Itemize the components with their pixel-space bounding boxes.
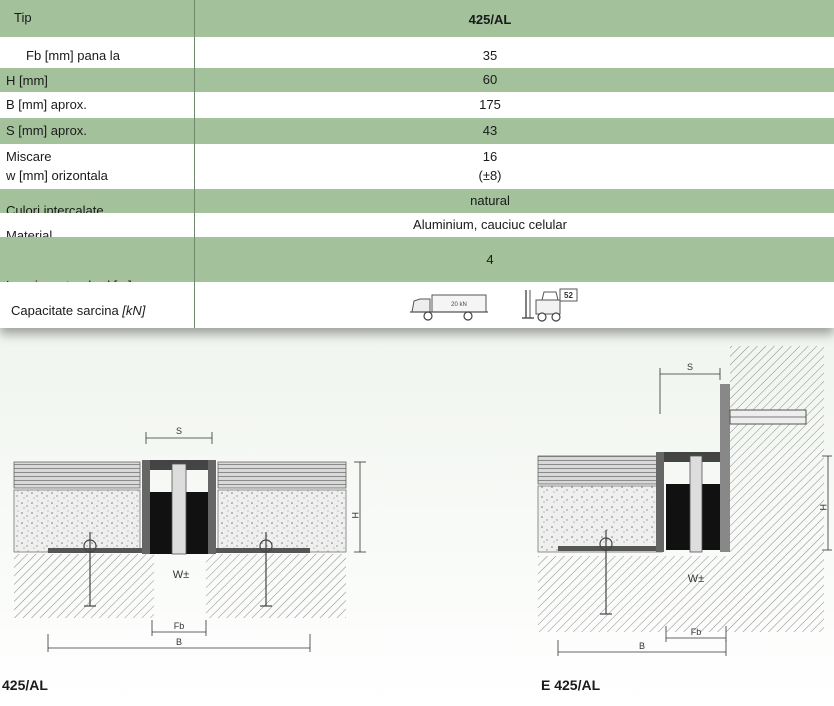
row-miscare: Miscare w [mm] orizontala 16 (±8) [0,144,834,189]
drawing-e425al: S H W± Fb B [537,346,832,656]
dim-s-right: S [687,362,693,372]
lungime-value: 4 [486,252,494,267]
drawing-425al: S H W± Fb B [13,426,366,652]
dim-fb-right: Fb [691,627,702,637]
forklift-value: 52 [564,291,573,300]
dim-s-left: S [176,426,182,436]
dim-b-left: B [176,637,182,647]
spec-table: Tip 425/AL Fb [mm] pana la 35 H [mm] 60 … [0,0,834,328]
row-tip: Tip 425/AL [0,0,834,37]
fb-label: Fb [mm] pana la [26,48,120,63]
dim-w-right: W± [688,573,704,585]
culori-value: natural [470,193,510,208]
forklift-icon: 52 [522,288,578,322]
row-capacitate: Capacitate sarcina [kN] 20 kN 52 [0,282,834,328]
row-fb: Fb [mm] pana la 35 [0,37,834,68]
dim-b-right: B [639,641,645,651]
truck-icon: 20 kN [410,294,488,321]
capacitate-unit: [kN] [122,303,146,318]
miscare-value: 16 [482,149,498,164]
w-value: (±8) [478,168,502,183]
w-label: w [mm] orizontala [6,168,108,183]
row-material: Material Aluminium, cauciuc celular [0,213,834,243]
left-drawing-caption: 425/AL [2,677,48,693]
material-value: Aluminium, cauciuc celular [413,217,567,232]
miscare-label: Miscare [6,149,52,164]
truck-plate: 20 kN [451,302,467,308]
capacitate-label: Capacitate sarcina [kN] [11,303,146,318]
dim-w-left: W± [173,569,189,581]
h-value: 60 [482,72,498,87]
s-value: 43 [482,123,498,138]
tip-value: 425/AL [468,12,512,27]
dim-h-left: H [350,512,360,519]
row-h: H [mm] 60 [0,68,834,92]
b-label: B [mm] aprox. [6,97,87,112]
b-value: 175 [479,97,501,112]
row-culori: Culori intercalate natural [0,189,834,218]
row-lungime: Lungime standard [m] 4 [0,237,834,293]
dim-fb-left: Fb [174,621,185,631]
row-b: B [mm] aprox. 175 [0,92,834,118]
fb-value: 35 [482,48,498,63]
tip-label: Tip [14,10,32,25]
dim-h-right: H [818,504,828,511]
h-label: H [mm] [6,73,48,88]
row-s: S [mm] aprox. 43 [0,118,834,144]
s-label: S [mm] aprox. [6,123,87,138]
column-divider [194,0,195,328]
right-drawing-caption: E 425/AL [541,677,601,693]
